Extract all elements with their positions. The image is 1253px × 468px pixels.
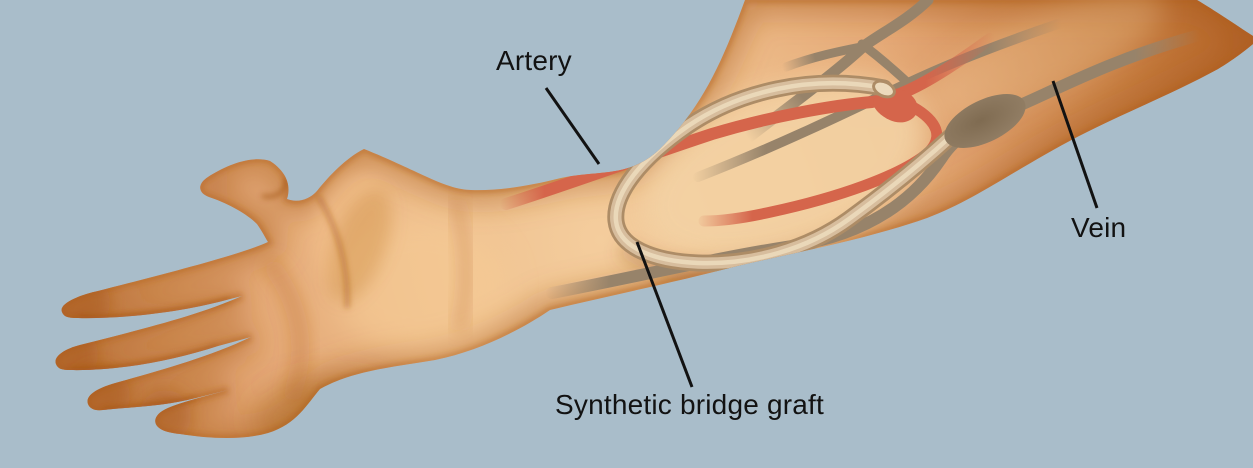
vein-connector: [857, 39, 911, 86]
finger-separation-shadow: [77, 296, 231, 321]
thumb-crease: [261, 177, 288, 199]
vein-anastomosis-bulge: [944, 94, 1026, 148]
thenar-crease: [315, 194, 350, 309]
graft-loop: [607, 74, 959, 272]
graft-leader-line: [635, 241, 694, 388]
vein-label: Vein: [1071, 212, 1127, 243]
vein-branch-top: [781, 41, 871, 72]
artery-label: Artery: [496, 45, 572, 76]
vein-crossing: [693, 19, 1063, 182]
graft-label: Synthetic bridge graft: [555, 389, 824, 420]
graft-tube-highlight: [613, 81, 953, 266]
elbow-highlight: [925, 0, 1165, 120]
leader-lines: [544, 80, 1099, 388]
wrist-crease: [449, 198, 472, 332]
artery-leader-line: [544, 87, 601, 165]
finger-separation-shadow: [69, 343, 219, 373]
vein-leader-line: [1051, 80, 1099, 209]
finger-separation-shadow: [102, 395, 197, 413]
graft-end-cap: [875, 82, 893, 96]
artery-deep-branch: [698, 95, 943, 227]
